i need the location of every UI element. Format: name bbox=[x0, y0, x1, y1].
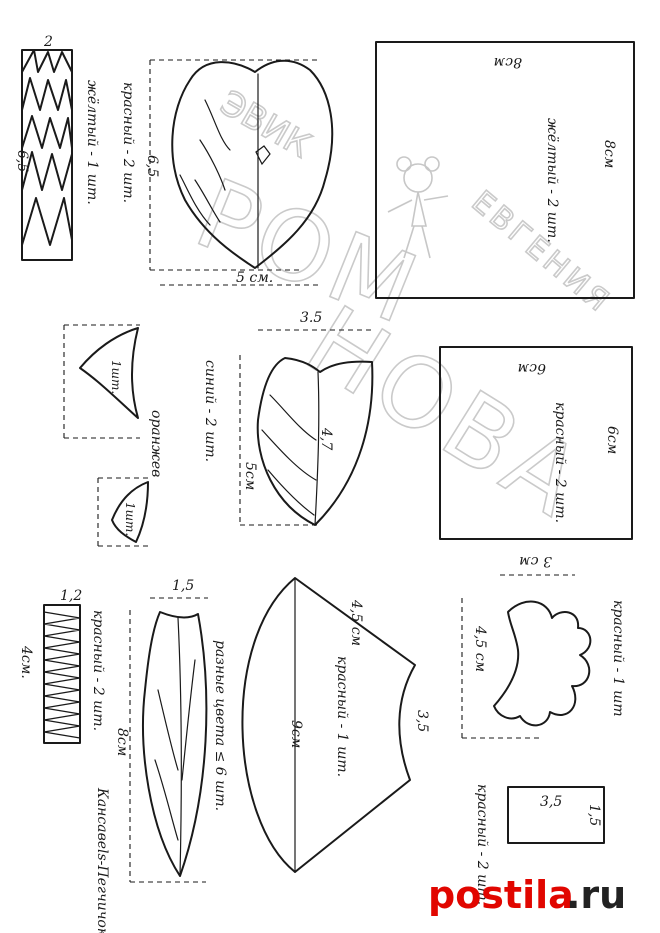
rect-red-caption: красный - 2 шт. bbox=[474, 784, 490, 905]
fringe-yellow-teeth-5 bbox=[21, 197, 73, 246]
wavy-red-guides bbox=[461, 574, 575, 739]
fringe-red-dim-top: 1,2 bbox=[60, 588, 82, 604]
fringe-yellow-teeth-2 bbox=[21, 77, 73, 111]
fan-red-piece: 4,5 см 9см 3,5 красный - 1 шт. bbox=[241, 577, 430, 873]
orange-caption: оранжев bbox=[148, 410, 164, 477]
fan-red-dim-side: 9см bbox=[288, 720, 304, 748]
petal-blue-caption: синий - 2 шт. bbox=[202, 360, 218, 462]
orange-tiny-outline bbox=[111, 481, 149, 543]
heart-red-caption: красный - 2 шт. bbox=[120, 82, 136, 203]
wavy-red-caption: красный - 1 шт bbox=[610, 600, 626, 717]
heart-red-guides bbox=[149, 59, 320, 271]
heart-red-dim-bottom: 5 см. bbox=[236, 270, 273, 286]
heart-red-dim-side: 6,5 bbox=[144, 155, 160, 177]
square-yellow-piece: 8см 8см жёлтый - 2 шт. bbox=[375, 41, 635, 299]
square-yellow-outline bbox=[375, 41, 635, 299]
leaf-long-outline bbox=[142, 611, 208, 877]
rect-red-piece: 3,5 1,5 красный - 2 шт. bbox=[474, 784, 605, 905]
leaf-long-piece: 1,5 8см разные цвета ≤ 6 шт. Кансавеls-П… bbox=[94, 578, 228, 933]
postila-logo: postila .ru bbox=[428, 873, 626, 917]
watermark-top: ЭВИК bbox=[214, 83, 318, 166]
leaf-long-midrib bbox=[177, 617, 182, 877]
fan-red-dim-right: 3,5 bbox=[414, 710, 430, 732]
fan-red-outline bbox=[241, 577, 416, 873]
orange-small-count: 1шт. bbox=[109, 360, 123, 394]
fringe-yellow-teeth-1 bbox=[21, 49, 73, 73]
leaf-long-guides bbox=[129, 597, 208, 883]
leaf-long-caption: разные цвета ≤ 6 шт. bbox=[212, 640, 228, 811]
heart-red-mark-icon bbox=[255, 145, 271, 166]
brand-tld: .ru bbox=[566, 873, 626, 917]
fringe-yellow-dim-side: 6,5 bbox=[14, 150, 30, 172]
wavy-red-piece: 3 см 4,5 см красный - 1 шт bbox=[461, 553, 626, 739]
heart-red-outline bbox=[171, 59, 334, 269]
orange-small-piece: 1шт. оранжев bbox=[63, 324, 164, 477]
fringe-yellow-teeth-4 bbox=[21, 151, 73, 191]
wavy-red-dim-side: 4,5 см bbox=[472, 625, 488, 672]
leaf-long-dim-top: 1,5 bbox=[172, 578, 194, 594]
doll-mascot-icon bbox=[387, 156, 449, 259]
heart-red-piece: 6,5 5 см. красный - 2 шт. bbox=[120, 59, 334, 286]
fringe-yellow-piece: 2 6,5 жёлтый - 1 шт. bbox=[14, 34, 100, 261]
fringe-red-outline bbox=[43, 604, 81, 744]
fringe-yellow-teeth-3 bbox=[21, 115, 73, 149]
fringe-yellow-caption: жёлтый - 1 шт. bbox=[84, 80, 100, 205]
orange-small-outline bbox=[79, 327, 139, 419]
petal-blue-dim-top: 3.5 bbox=[300, 310, 322, 326]
orange-tiny-count: 1шт. bbox=[123, 502, 137, 536]
square-red-outline bbox=[439, 346, 633, 540]
heart-red-veins bbox=[179, 99, 231, 226]
fringe-red-piece: 1,2 4см. красный - 2 шт. bbox=[18, 588, 106, 744]
orange-tiny-piece: 1шт. bbox=[97, 477, 150, 547]
watermark-name: ЕВГЕНИЯ bbox=[465, 184, 618, 320]
petal-blue-veins bbox=[261, 394, 317, 516]
petal-blue-piece: 3.5 5см 4,7 синий - 2 шт. bbox=[202, 310, 374, 526]
square-yellow-dim-top: 8см bbox=[494, 54, 522, 70]
square-red-piece: 6см 6см красный - 2 шт. bbox=[439, 346, 633, 540]
leaf-long-veins bbox=[154, 659, 196, 841]
leaf-long-name: Кансавеls-Пегчичок- bbox=[94, 787, 110, 933]
wavy-red-dim-top: 3 см bbox=[519, 553, 552, 569]
wavy-red-outline bbox=[493, 600, 592, 727]
leaf-long-dim-side: 8см bbox=[114, 728, 130, 756]
fringe-red-dim-side: 4см. bbox=[18, 645, 34, 679]
orange-small-guides bbox=[63, 324, 140, 439]
orange-tiny-guides bbox=[97, 477, 150, 547]
petal-blue-outline bbox=[256, 357, 374, 526]
square-red-caption: красный - 2 шт. bbox=[552, 402, 568, 523]
rect-red-dim-w: 3,5 bbox=[540, 794, 562, 810]
fan-red-dim-top: 4,5 см bbox=[348, 599, 364, 646]
brand-name: postila bbox=[428, 873, 574, 917]
rect-red-dim-h: 1,5 bbox=[586, 804, 602, 826]
petal-blue-dim-side: 5см bbox=[242, 462, 258, 490]
square-red-dim-top: 6см bbox=[518, 360, 546, 376]
square-yellow-dim-side: 8см bbox=[601, 140, 617, 168]
fringe-red-caption: красный - 2 шт. bbox=[90, 610, 106, 731]
petal-blue-midrib bbox=[314, 371, 320, 526]
fringe-yellow-dim-top: 2 bbox=[43, 34, 53, 50]
fringe-red-zigzag bbox=[43, 611, 81, 739]
petal-blue-dim-inner: 4,7 bbox=[318, 427, 334, 450]
petal-blue-guides bbox=[239, 329, 372, 526]
square-red-dim-side: 6см bbox=[604, 426, 620, 454]
square-yellow-caption: жёлтый - 2 шт. bbox=[544, 118, 560, 243]
fan-red-caption: красный - 1 шт. bbox=[334, 656, 350, 777]
rect-red-outline bbox=[507, 786, 605, 844]
